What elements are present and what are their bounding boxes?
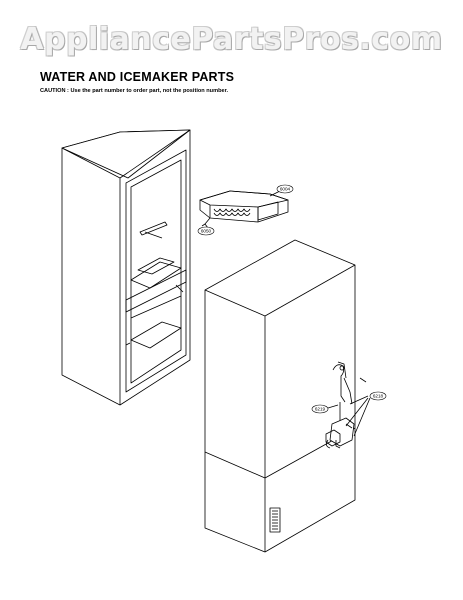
icemaker-assembly [199,190,289,229]
callout-label: 6219 [315,407,326,412]
water-valve-assembly [325,361,371,449]
callout-icemaker-top: 6004 [276,184,294,194]
cabinet-rear-view [204,239,356,553]
callout-label: 6004 [280,187,291,192]
callout-valve-right: 6218 [369,391,387,401]
site-watermark: AppliancePartsPros.com [20,22,443,57]
cabinet-front-view [61,129,191,406]
rear-vent-grille [269,507,281,533]
callout-label: 6218 [373,394,384,399]
caution-note: CAUTION : Use the part number to order p… [40,88,229,94]
callout-valve-left: 6219 [311,404,329,414]
callout-label: 6050 [201,229,212,234]
page-title: WATER AND ICEMAKER PARTS [40,70,235,84]
callout-icemaker-left: 6050 [197,226,215,236]
